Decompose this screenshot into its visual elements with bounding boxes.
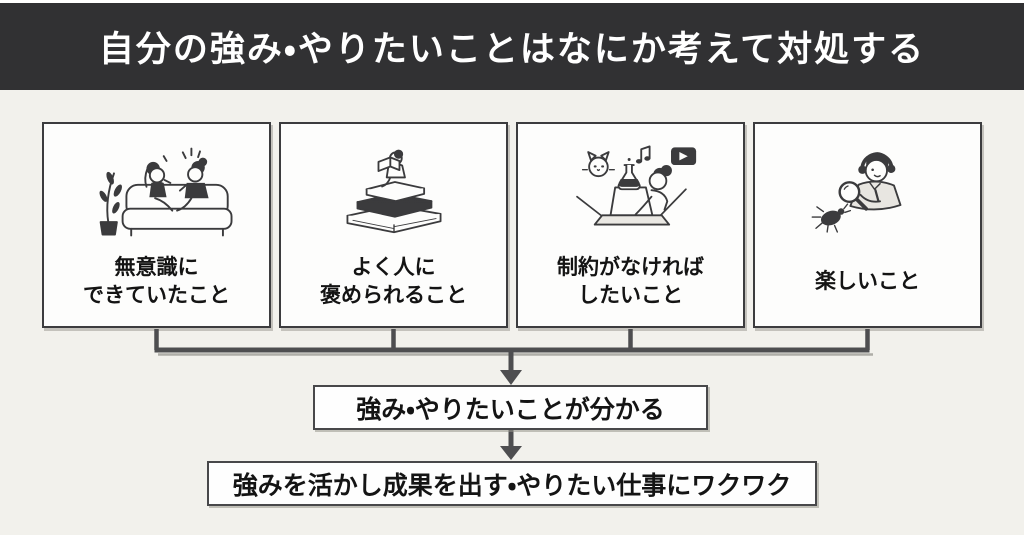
outcome-box: 強みを活かし成果を出す・やりたい仕事にワクワク xyxy=(207,461,817,506)
bug-observation-illustration xyxy=(755,124,980,254)
card-caption: 制約がなければ したいこと xyxy=(557,254,704,310)
laptop-hobbies-icon xyxy=(575,145,696,226)
reading-on-book-stack-illustration xyxy=(281,124,506,254)
card-caption: 無意識に できていたこと xyxy=(83,254,230,310)
result-box-label: 強み・やりたいことが分かる xyxy=(356,395,665,424)
result-box: 強み・やりたいことが分かる xyxy=(313,385,708,430)
caption-line: 無意識に xyxy=(114,256,199,279)
card-caption: 楽しいこと xyxy=(815,254,920,310)
card-fun-things: 楽しいこと xyxy=(753,122,982,328)
caption-line: 褒められること xyxy=(320,284,467,307)
card-caption: よく人に 褒められること xyxy=(320,254,467,310)
caption-line: 制約がなければ xyxy=(557,256,704,279)
outcome-box-label: 強みを活かし成果を出す・やりたい仕事にワクワク xyxy=(232,471,792,500)
laptop-hobbies-illustration xyxy=(518,124,743,254)
bug-magnifier-icon xyxy=(811,151,901,233)
card-no-constraint-wishes: 制約がなければ したいこと xyxy=(516,122,745,328)
caption-line: よく人に xyxy=(351,256,436,279)
page-title: 自分の強み・やりたいことはなにか考えて対処する xyxy=(98,30,926,69)
card-praised-by-others: よく人に 褒められること xyxy=(279,122,508,328)
sofa-conversation-illustration xyxy=(44,124,269,254)
caption-line: 楽しいこと xyxy=(815,270,920,293)
caption-line: できていたこと xyxy=(83,284,230,307)
card-unconscious-abilities: 無意識に できていたこと xyxy=(42,122,271,328)
caption-line: したいこと xyxy=(578,284,683,307)
book-stack-icon xyxy=(346,149,441,233)
title-banner: 自分の強み・やりたいことはなにか考えて対処する xyxy=(0,3,1024,90)
sofa-conversation-icon xyxy=(99,147,232,237)
